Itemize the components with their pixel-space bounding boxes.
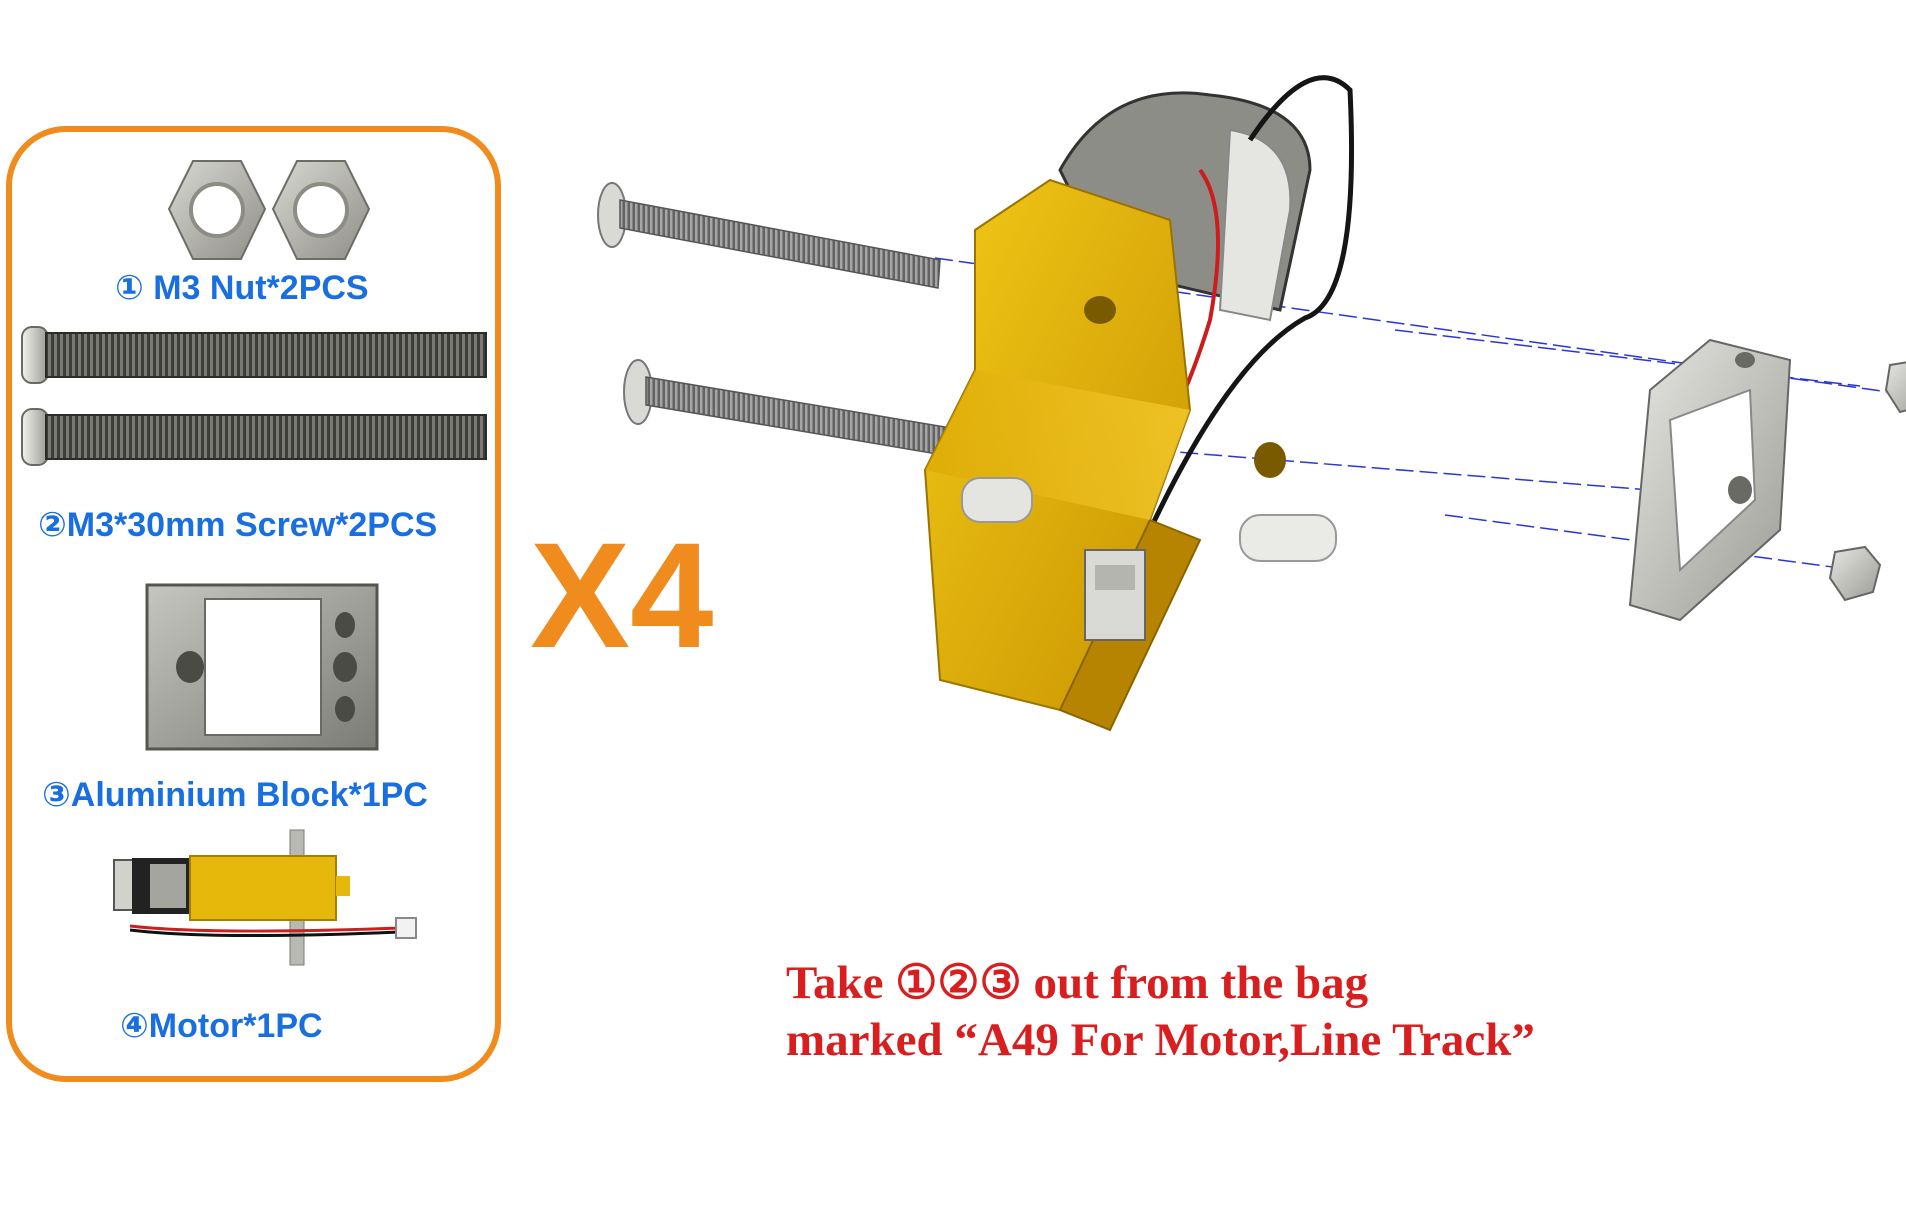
part-label-motor: ④Motor*1PC <box>120 1007 323 1045</box>
instruction-line-2: marked “A49 For Motor,Line Track” <box>786 1014 1535 1066</box>
m3-screw-icon <box>21 326 487 466</box>
assembly-screw-top <box>597 182 941 289</box>
assembly-screw-bottom <box>623 359 976 461</box>
motor-icon <box>113 829 417 966</box>
part-label-screw: ②M3*30mm Screw*2PCS <box>38 506 438 544</box>
part-label-aluminium-block: ③Aluminium Block*1PC <box>42 776 428 814</box>
exploded-assembly-diagram <box>597 75 1906 732</box>
assembly-aluminium-block <box>1628 338 1792 622</box>
part-label-nut: ① M3 Nut*2PCS <box>115 269 369 307</box>
aluminium-block-icon <box>145 583 379 751</box>
assembly-nut-top <box>1884 361 1906 414</box>
m3-nut-icon <box>167 160 371 260</box>
assembly-nut-bottom <box>1828 545 1882 602</box>
instruction-line-1: Take ①②③ out from the bag <box>786 957 1369 1009</box>
quantity-multiplier: X4 <box>530 511 714 679</box>
